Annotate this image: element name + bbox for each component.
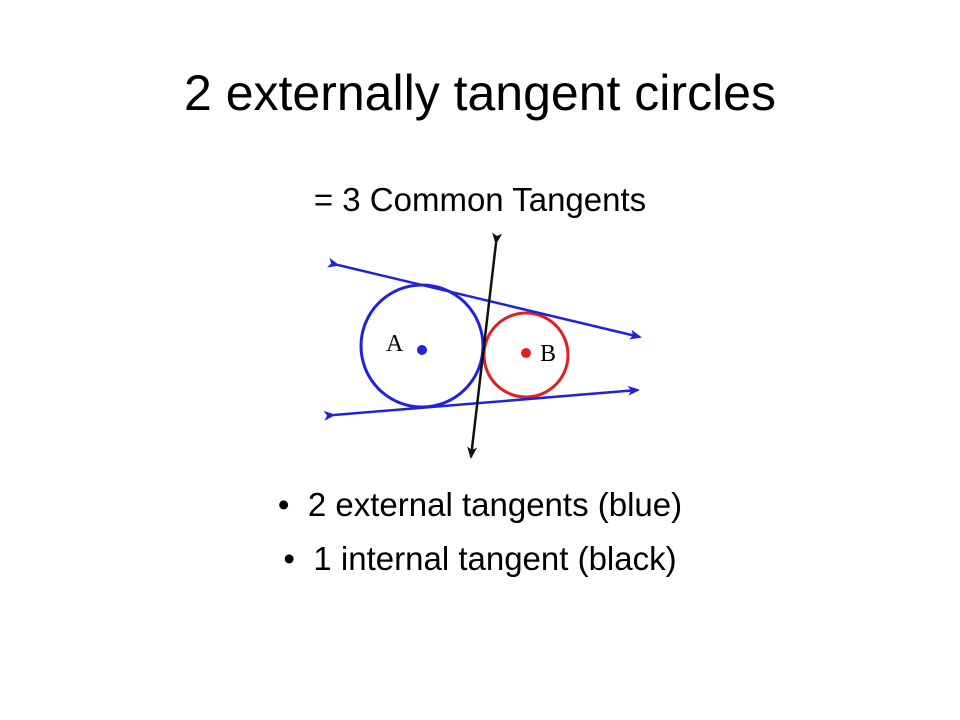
- bullet-item-external: • 2 external tangents (blue): [0, 478, 960, 532]
- label-b: B: [540, 341, 556, 367]
- slide-title: 2 externally tangent circles: [184, 65, 776, 121]
- bullet-list: • 2 external tangents (blue) • 1 internal …: [0, 478, 960, 586]
- center-point-b: [521, 348, 531, 358]
- slide-subtitle: = 3 Common Tangents: [313, 181, 647, 218]
- bullet-dot: •: [277, 486, 290, 523]
- bullet-dot: •: [283, 540, 295, 577]
- bullet-item-internal: • 1 internal tangent (black): [0, 532, 960, 586]
- label-a: A: [386, 331, 404, 357]
- external-tangent-bottom: [323, 385, 640, 421]
- internal-tangent: [467, 232, 503, 459]
- bullet-text: 1 internal tangent (black): [313, 540, 677, 577]
- center-point-a: [417, 345, 427, 355]
- bullet-text: 2 external tangents (blue): [307, 486, 683, 523]
